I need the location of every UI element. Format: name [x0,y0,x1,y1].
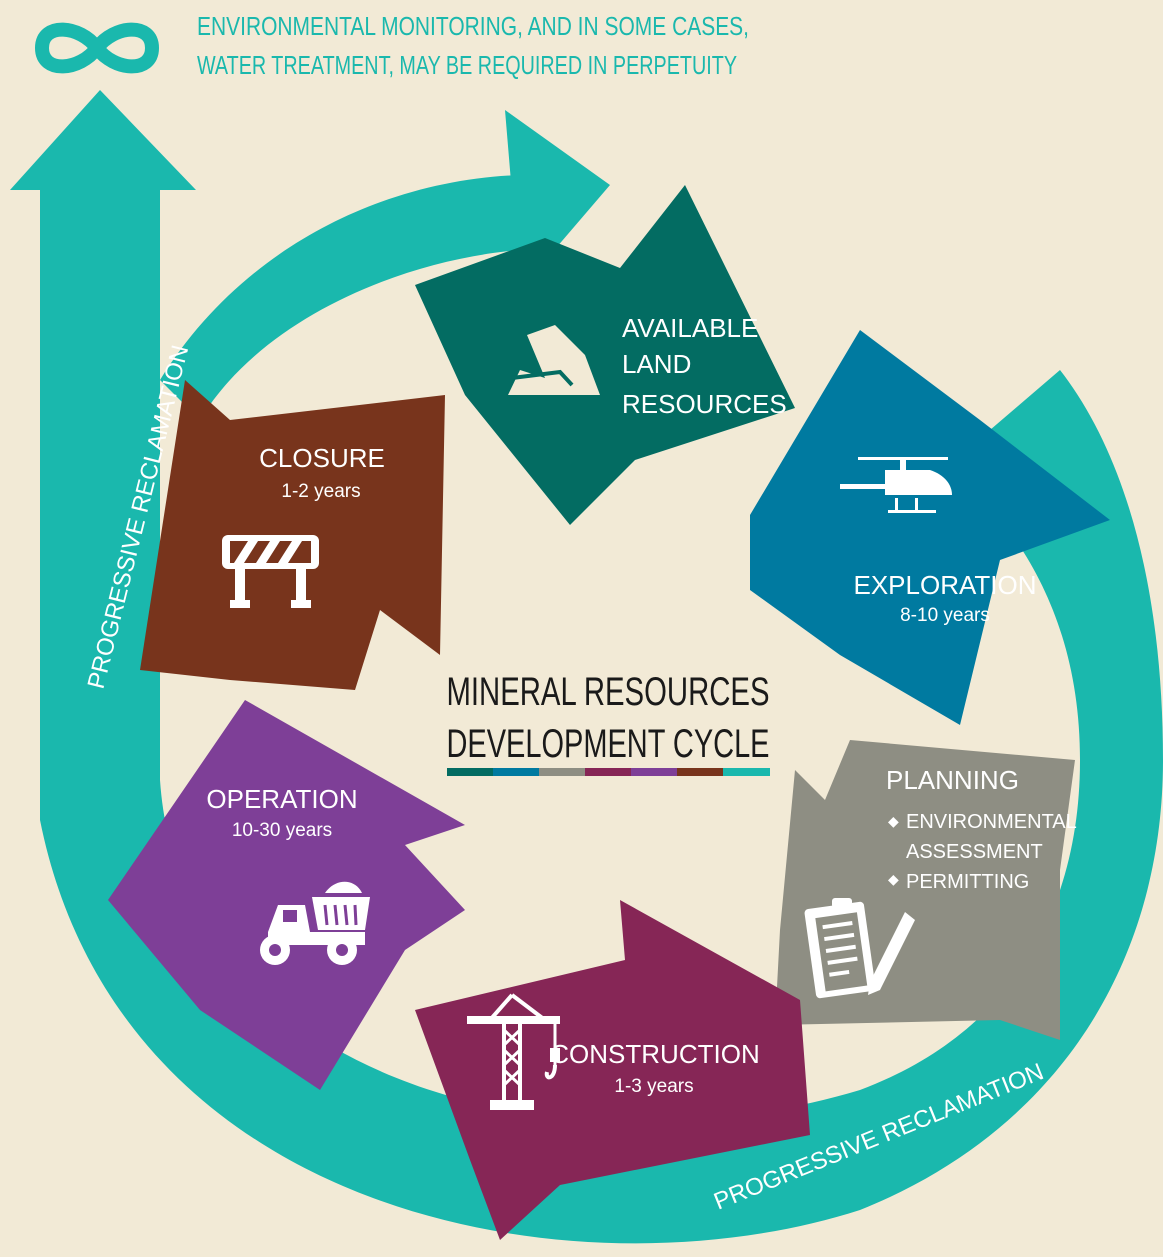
available-land-line1: AVAILABLE [622,313,758,343]
planning-bullet1-line1: ENVIRONMENTAL [906,811,1077,833]
upward-arrow-head [10,90,196,190]
construction-label: CONSTRUCTION [550,1039,759,1069]
planning-bullet1-marker: ◆ [888,813,899,829]
available-land-line3: RESOURCES [622,389,787,419]
title-line2: DEVELOPMENT CYCLE [447,722,770,766]
planning-bullet1-line2: ASSESSMENT [906,841,1043,863]
infinity-icon [34,22,160,74]
closure-duration: 1-2 years [281,481,360,502]
dump-truck-icon [260,881,370,965]
header-line2: WATER TREATMENT, MAY BE REQUIRED IN PERP… [197,50,737,80]
crane-icon [467,993,560,1110]
planning-label: PLANNING [886,765,1019,795]
available-land-arrow[interactable] [415,185,795,525]
mountain-icon [508,325,600,395]
road-barrier-icon [222,535,319,608]
title-line1: MINERAL RESOURCES [447,670,770,714]
exploration-arrow[interactable] [750,330,1110,725]
construction-arrow[interactable] [415,900,810,1240]
planning-bullet2-marker: ◆ [888,871,899,887]
exploration-duration: 8-10 years [900,605,990,626]
clipboard-pen-icon [804,898,915,999]
upper-arc-band [160,175,520,420]
operation-duration: 10-30 years [232,820,332,841]
construction-duration: 1-3 years [614,1076,693,1097]
available-land-line2: LAND [622,349,691,379]
title-color-bar [447,768,770,776]
closure-label: CLOSURE [259,443,385,473]
header-line1: ENVIRONMENTAL MONITORING, AND IN SOME CA… [197,11,749,41]
outer-reclamation-sweep [40,190,1163,1244]
operation-arrow[interactable] [108,700,465,1090]
helicopter-icon [840,457,952,513]
planning-bullet2: PERMITTING [906,871,1029,893]
exploration-label: EXPLORATION [853,570,1036,600]
operation-label: OPERATION [206,784,357,814]
